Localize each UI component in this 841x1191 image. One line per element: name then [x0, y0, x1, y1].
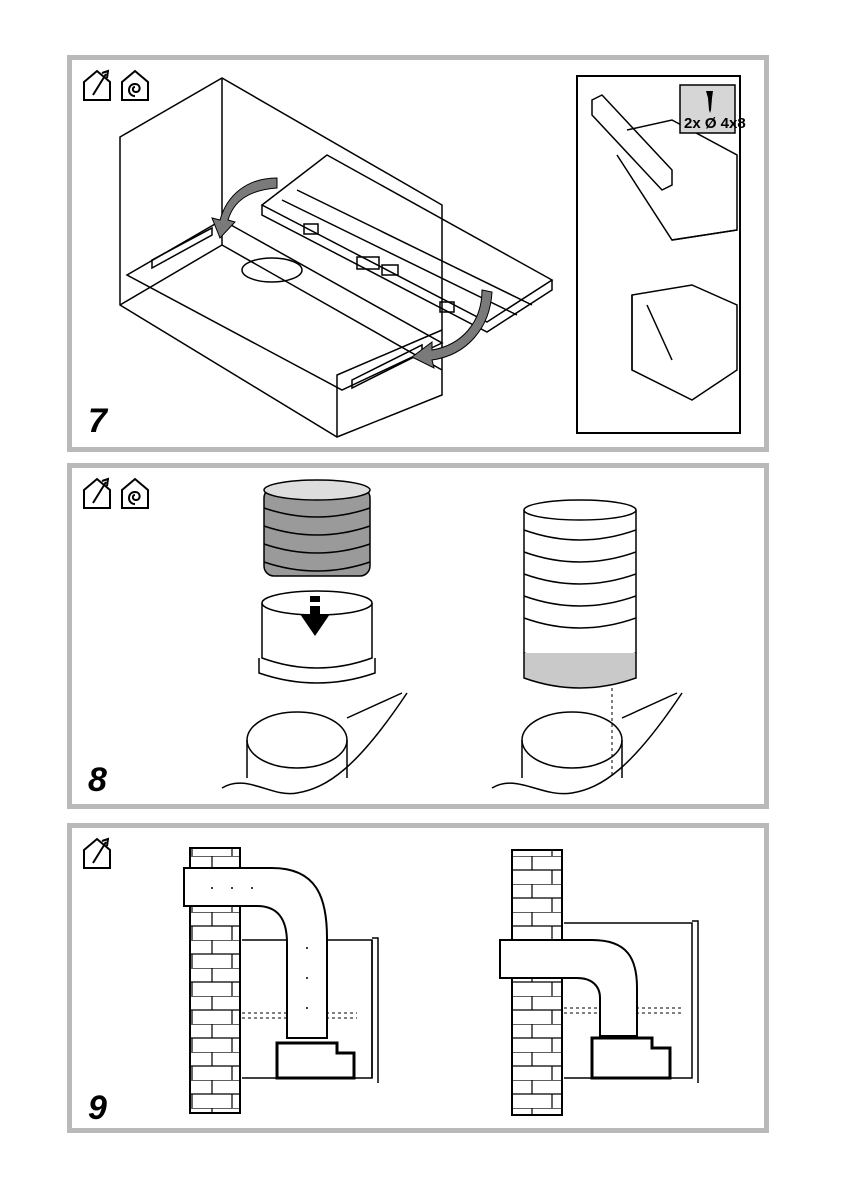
- hood-right: [592, 1038, 670, 1078]
- step-number: 9: [88, 1091, 107, 1125]
- step-8-panel: 8: [67, 463, 769, 809]
- screw-spec-label: 2x Ø 4x8: [684, 115, 746, 132]
- step-7-panel: 2x Ø 4x8 7: [67, 55, 769, 452]
- outlet-left: [222, 693, 407, 794]
- hood-left: [277, 1043, 354, 1078]
- flexible-duct-right: [524, 500, 636, 688]
- insert-arrow: [300, 596, 330, 636]
- step-number: 7: [88, 404, 107, 438]
- duct-connection-drawing: [72, 468, 764, 804]
- wall-outlet-drawing: [72, 828, 764, 1128]
- step-number: 8: [88, 763, 107, 797]
- collar-left: [259, 591, 375, 683]
- brick-wall-right: [512, 850, 562, 1115]
- bracket-detail-inset: 2x Ø 4x8: [72, 60, 764, 447]
- outlet-right: [492, 693, 682, 794]
- flexible-duct-left: [264, 480, 370, 576]
- step-9-panel: 9: [67, 823, 769, 1133]
